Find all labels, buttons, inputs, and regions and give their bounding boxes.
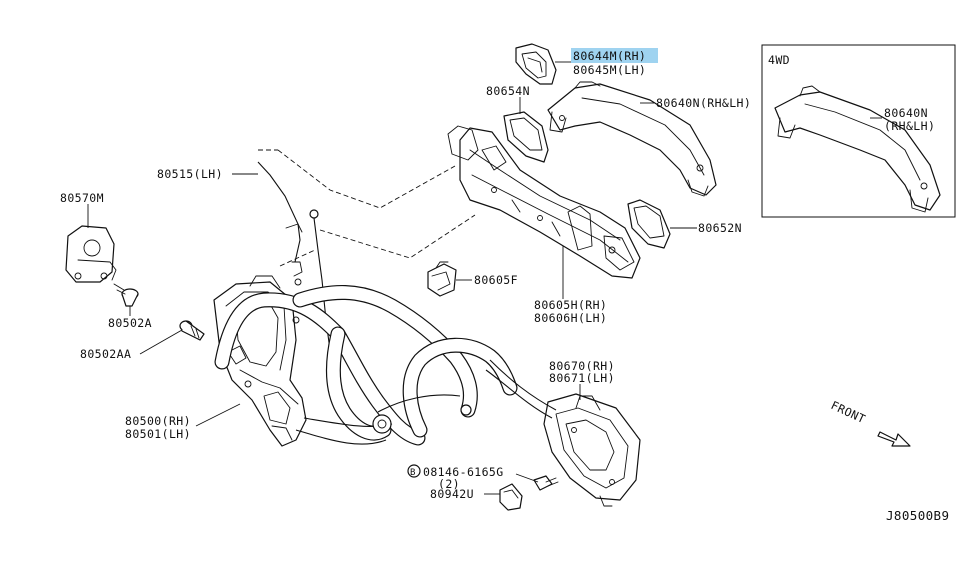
label-inset-rh-lh: (RH&LH) [884,119,935,133]
label-80654n[interactable]: 80654N [486,84,530,98]
cable-hoses [214,285,518,446]
diagram-code: J80500B9 [886,508,949,523]
escutcheon-80644m [515,43,557,85]
label-80645m[interactable]: 80645M(LH) [573,63,646,77]
label-80502a[interactable]: 80502A [108,316,152,330]
label-80606h[interactable]: 80606H(LH) [534,311,607,325]
label-08146-qty: (2) [438,477,460,491]
inset-outside-handle-80640n [774,85,941,213]
label-80515[interactable]: 80515(LH) [157,167,223,181]
gasket-80654n [503,111,549,163]
label-80605h[interactable]: 80605H(RH) [534,298,607,312]
label-80670[interactable]: 80670(RH) [549,359,615,373]
leader-80500 [195,403,241,427]
screw-80502aa [179,320,205,341]
front-arrow-icon [877,431,911,447]
inset-4wd-frame [761,44,956,218]
inside-handle-80670 [543,393,641,507]
label-80640n-main[interactable]: 80640N(RH&LH) [656,96,751,110]
label-inset-80640n: 80640N [884,106,928,120]
bolt-08146-6165g [533,475,559,491]
leader-80502aa [139,329,183,355]
handle-bracket-80605h [447,125,641,279]
label-80671[interactable]: 80671(LH) [549,371,615,385]
label-80500[interactable]: 80500(RH) [125,414,191,428]
label-80501[interactable]: 80501(LH) [125,427,191,441]
front-label: FRONT [829,398,868,426]
label-80502aa[interactable]: 80502AA [80,347,131,361]
inset-4wd-title: 4WD [768,53,790,67]
label-80605f[interactable]: 80605F [474,273,518,287]
inside-handle-cable-2 [485,369,553,419]
inside-handle-cable [489,359,557,411]
bolt-symbol-circle [407,464,421,478]
part-number-highlight [571,48,658,63]
bolt-symbol: B [410,468,416,478]
dashed-reference-lines [258,149,476,267]
cap-80942u [499,483,523,511]
label-80942u[interactable]: 80942U [430,487,474,501]
label-80570m[interactable]: 80570M [60,191,104,205]
label-80644m[interactable]: 80644M(RH) [573,49,646,63]
leader-08146 [515,473,539,483]
rod-80515 [257,161,303,277]
label-08146[interactable]: 08146-6165G [423,465,504,479]
clip-80605f [427,261,457,297]
gasket-80652n [627,199,671,249]
screw-80502a [113,283,139,307]
striker-80570m [65,225,117,283]
label-80652n[interactable]: 80652N [698,221,742,235]
outside-handle-80640n [547,81,717,197]
